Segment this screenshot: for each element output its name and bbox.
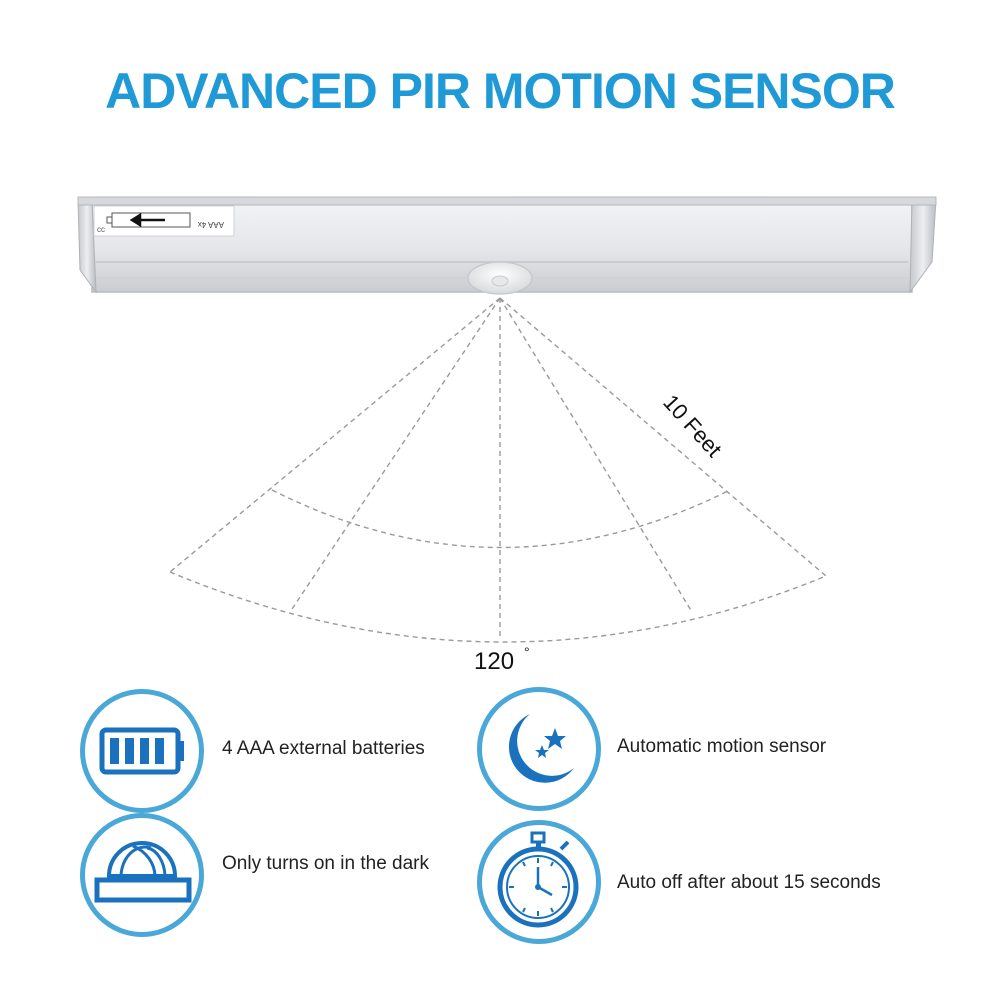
angle-label: 120 bbox=[474, 648, 514, 675]
range-label: 10 Feet bbox=[658, 390, 727, 462]
moon-icon-circle bbox=[477, 687, 601, 811]
detection-zone bbox=[169, 297, 827, 643]
svg-text:cc: cc bbox=[97, 225, 105, 234]
light-bar: AAA 4x cc bbox=[77, 196, 937, 295]
battery-icon-circle bbox=[80, 689, 204, 813]
battery-icon bbox=[99, 727, 184, 775]
page-title: ADVANCED PIR MOTION SENSOR bbox=[105, 63, 896, 119]
degree-symbol: ° bbox=[524, 644, 530, 660]
feature-label-motion-sensor: Automatic motion sensor bbox=[617, 736, 827, 757]
dome-light-icon bbox=[94, 841, 192, 903]
feature-label-auto-off: Auto off after about 15 seconds bbox=[617, 872, 881, 893]
moon-stars-icon bbox=[508, 714, 574, 783]
stopwatch-icon-circle bbox=[477, 820, 601, 944]
feature-label-dark: Only turns on in the dark bbox=[222, 853, 429, 874]
insert-arrow-icon bbox=[129, 212, 165, 228]
feature-label-batteries: 4 AAA external batteries bbox=[222, 738, 425, 759]
stopwatch-icon bbox=[497, 831, 579, 928]
dome-icon-circle bbox=[80, 813, 204, 937]
device-marking: AAA 4x bbox=[198, 220, 224, 229]
